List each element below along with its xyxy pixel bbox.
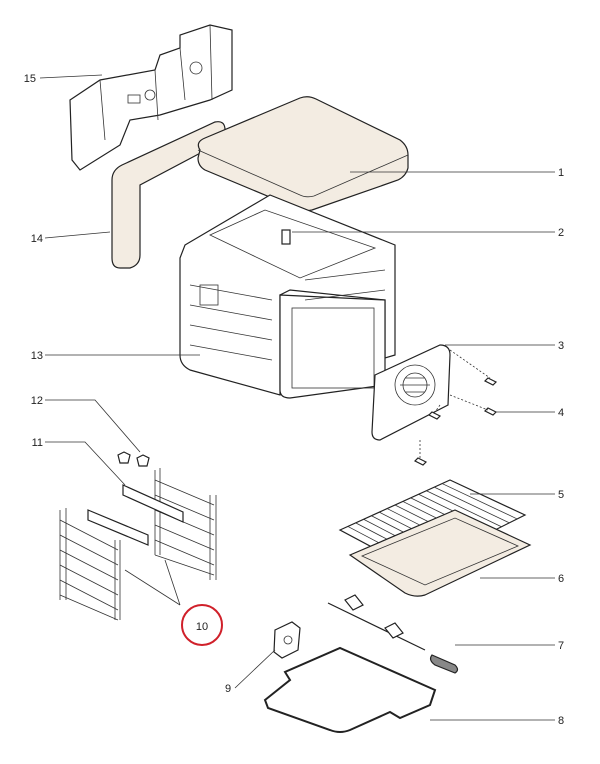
shelf-wire [434, 486, 510, 524]
part-8-heating-element[interactable] [263, 646, 437, 733]
label-3: 3 [558, 340, 564, 352]
part-10-side-racks[interactable] [59, 468, 217, 621]
part-9-rotisserie-motor[interactable] [273, 621, 301, 659]
label-11: 11 [32, 437, 43, 449]
part-7-rotisserie-spit[interactable] [327, 594, 459, 674]
label-7: 7 [558, 640, 564, 652]
label-2: 2 [558, 227, 564, 239]
label-14: 14 [31, 233, 43, 245]
part-11-rails[interactable] [87, 484, 184, 546]
label-10: 10 [196, 621, 208, 633]
part-14-side-panel[interactable] [111, 121, 226, 269]
leader-lines [39, 74, 555, 721]
part-1-top-panel[interactable] [197, 96, 409, 212]
part-15-back-frame[interactable] [69, 24, 233, 171]
shelf-wire [441, 483, 518, 520]
label-8: 8 [558, 715, 564, 727]
label-4: 4 [558, 407, 564, 419]
part-12-clips[interactable] [117, 451, 150, 467]
highlight-circle [181, 604, 223, 646]
label-9: 9 [225, 683, 231, 695]
label-15: 15 [24, 73, 36, 85]
part-13-oven-cavity[interactable] [179, 194, 396, 399]
part-4-screws[interactable] [413, 349, 498, 466]
label-5: 5 [558, 489, 564, 501]
part-3-fan-cover[interactable] [371, 344, 451, 441]
label-1: 1 [558, 167, 564, 179]
label-13: 13 [31, 350, 43, 362]
part-6-baking-tray[interactable] [348, 509, 532, 597]
label-6: 6 [558, 573, 564, 585]
shelf-wire [426, 490, 502, 528]
label-12: 12 [31, 395, 43, 407]
